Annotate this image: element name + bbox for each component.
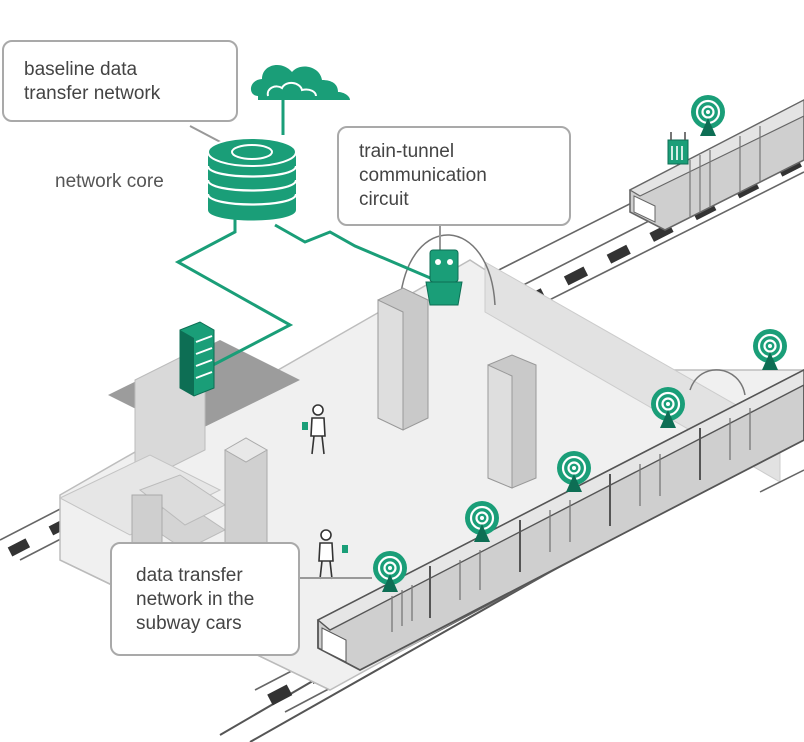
cloud-icon — [250, 64, 350, 100]
callout-line: subway cars — [136, 613, 242, 634]
callout-line: circuit — [359, 189, 409, 210]
database-icon — [206, 137, 298, 221]
callout-line: train-tunnel — [359, 141, 455, 162]
network-core-label: network core — [55, 171, 164, 192]
callout-line: communication — [359, 165, 487, 186]
network-links — [174, 96, 436, 367]
callout-subway-network: data transfer network in the subway cars — [110, 542, 300, 656]
callout-line: data transfer — [136, 565, 243, 586]
passenger-icon — [302, 404, 326, 455]
router-icon — [425, 249, 463, 306]
callout-line: baseline data — [24, 59, 138, 80]
callout-line: transfer network — [24, 83, 161, 104]
server-rack-icon — [179, 321, 215, 397]
passenger-icon — [318, 529, 348, 580]
antenna-icon — [689, 93, 727, 138]
pillar-left — [377, 287, 429, 431]
antenna-icon — [751, 327, 789, 372]
callout-baseline-network: baseline data transfer network — [2, 40, 238, 122]
upper-train — [628, 99, 804, 231]
pillar-right — [487, 354, 537, 489]
lower-train — [316, 368, 804, 672]
tunnel-arch-near — [399, 234, 496, 306]
callout-tunnel-circuit: train-tunnel communication circuit — [337, 126, 571, 226]
tunnel-arch-far — [689, 369, 746, 396]
router-icon — [667, 132, 689, 165]
callout-line: network in the — [136, 589, 255, 610]
